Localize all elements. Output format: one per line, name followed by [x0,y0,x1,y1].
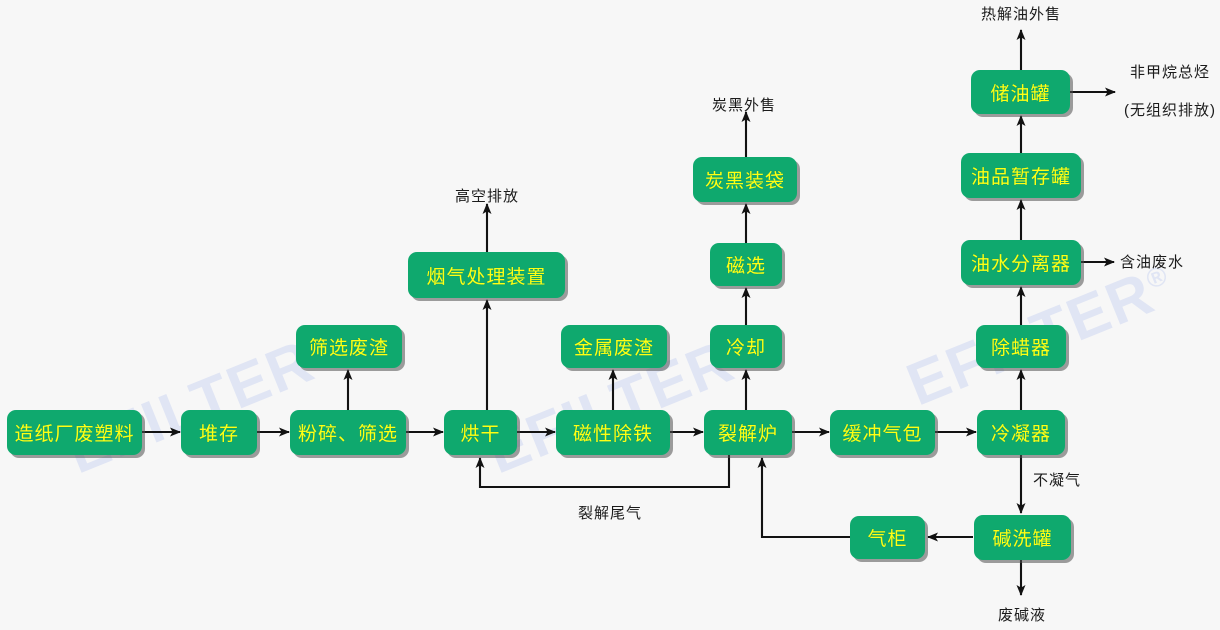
label-fugitive-emission: (无组织排放) [1124,102,1216,119]
label-carbon-black-sale: 炭黑外售 [711,97,777,114]
wire-gasholder-to-pyrolyzer [757,457,850,539]
node-magnetic-iron-removal[interactable]: 磁性除铁 [556,410,670,455]
node-dewaxer[interactable]: 除蜡器 [976,325,1066,368]
node-metal-residue[interactable]: 金属废渣 [561,325,667,368]
label-high-altitude-emission: 高空排放 [454,188,520,205]
label-nmhc: 非甲烷总烃 [1130,64,1211,81]
node-screening-residue[interactable]: 筛选废渣 [296,325,402,368]
label-pyrolysis-tail-gas: 裂解尾气 [577,505,643,522]
node-flue-gas-treatment[interactable]: 烟气处理装置 [408,252,565,298]
node-oil-water-separator[interactable]: 油水分离器 [961,240,1081,285]
node-oil-temp-storage-tank[interactable]: 油品暂存罐 [961,153,1081,198]
node-cooling[interactable]: 冷却 [710,325,782,368]
label-non-condensable-gas: 不凝气 [1033,472,1082,489]
node-waste-plastic[interactable]: 造纸厂废塑料 [7,410,142,455]
node-condenser[interactable]: 冷凝器 [977,410,1065,455]
node-crush-screen[interactable]: 粉碎、筛选 [290,410,406,455]
node-carbon-black-bagging[interactable]: 炭黑装袋 [693,157,797,202]
node-magnetic-separation[interactable]: 磁选 [710,243,782,286]
node-pyrolysis-furnace[interactable]: 裂解炉 [704,410,792,455]
label-pyrolysis-oil-sale: 热解油外售 [980,6,1062,23]
label-waste-alkali-liquid: 废碱液 [997,607,1047,624]
node-drying[interactable]: 烘干 [444,410,517,455]
node-buffer-gas-tank[interactable]: 缓冲气包 [830,410,935,455]
node-gas-holder[interactable]: 气柜 [850,516,925,559]
label-oily-wastewater: 含油废水 [1120,254,1185,271]
node-stockpiling[interactable]: 堆存 [181,410,257,455]
node-alkali-wash-tank[interactable]: 碱洗罐 [974,515,1071,560]
wire-pyrolyzer-tailgas-to-dryer [475,455,731,489]
node-oil-storage-tank[interactable]: 储油罐 [971,70,1070,114]
